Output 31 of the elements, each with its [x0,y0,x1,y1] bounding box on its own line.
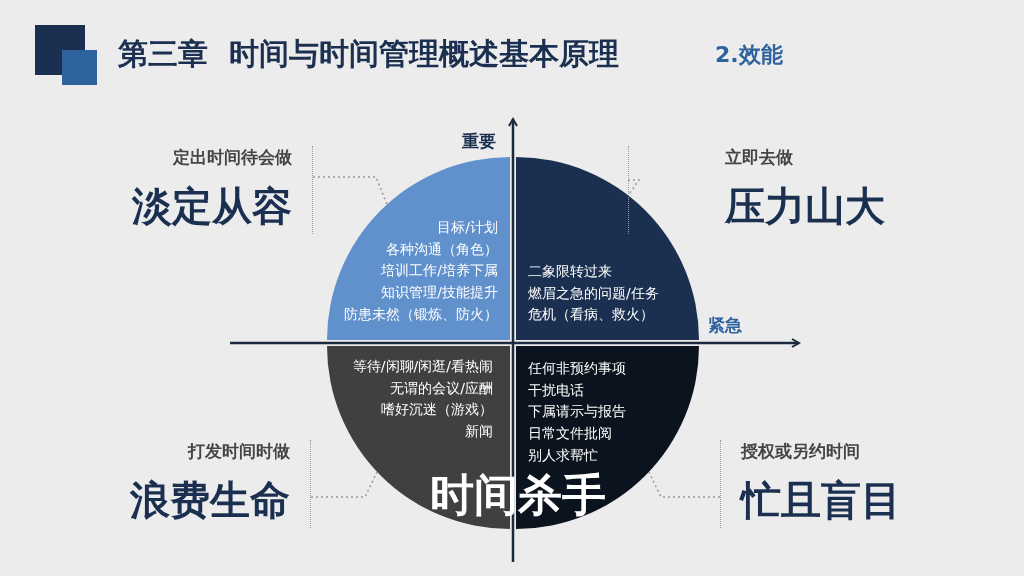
leader-line [310,471,378,498]
callout-heading: 打发时间时做 [188,440,290,463]
callout-heading: 授权或另约时间 [741,440,860,463]
quadrant-text: 二象限转过来 [528,262,613,281]
quadrant-text: 日常文件批阅 [528,424,613,444]
title: 第三章 时间与时间管理概述基本原理 [118,35,619,73]
subtitle: 2.效能 [715,41,783,69]
callout-heading: 立即去做 [725,146,793,169]
quadrant-text: 知识管理/技能提升 [380,283,498,303]
quadrant-text: 防患未然（锻炼、防火） [344,304,498,324]
callout-title: 浪费生命 [130,476,290,525]
quadrant-text: 各种沟通（角色） [385,239,498,259]
callout-title: 淡定从容 [132,182,292,231]
axis-label: 紧急 [708,314,742,337]
callout-heading: 定出时间待会做 [173,146,292,169]
quadrant-text: 新闻 [464,422,493,442]
quadrant-text: 目标/计划 [436,218,498,237]
quadrant-text: 培训工作/培养下属 [380,261,498,281]
leader-line [648,471,721,498]
quadrant-text: 危机（看病、救火） [528,305,655,325]
quadrant-text: 嗜好沉迷（游戏） [380,400,493,420]
quadrant-text: 下属请示与报告 [528,402,626,422]
quadrant-text: 燃眉之急的问题/任务 [528,283,659,303]
callout-title: 忙且盲目 [741,476,901,525]
callout-title: 压力山大 [725,182,885,231]
quadrant-text: 无谓的会议/应酬 [389,378,493,398]
quadrant-text: 别人求帮忙 [528,445,599,465]
axis-label: 重要 [462,130,496,153]
quadrant-text: 等待/闲聊/闲逛/看热闹 [352,357,493,376]
quadrant-text: 干扰电话 [528,380,585,400]
quadrant-text: 任何非预约事项 [528,359,626,378]
